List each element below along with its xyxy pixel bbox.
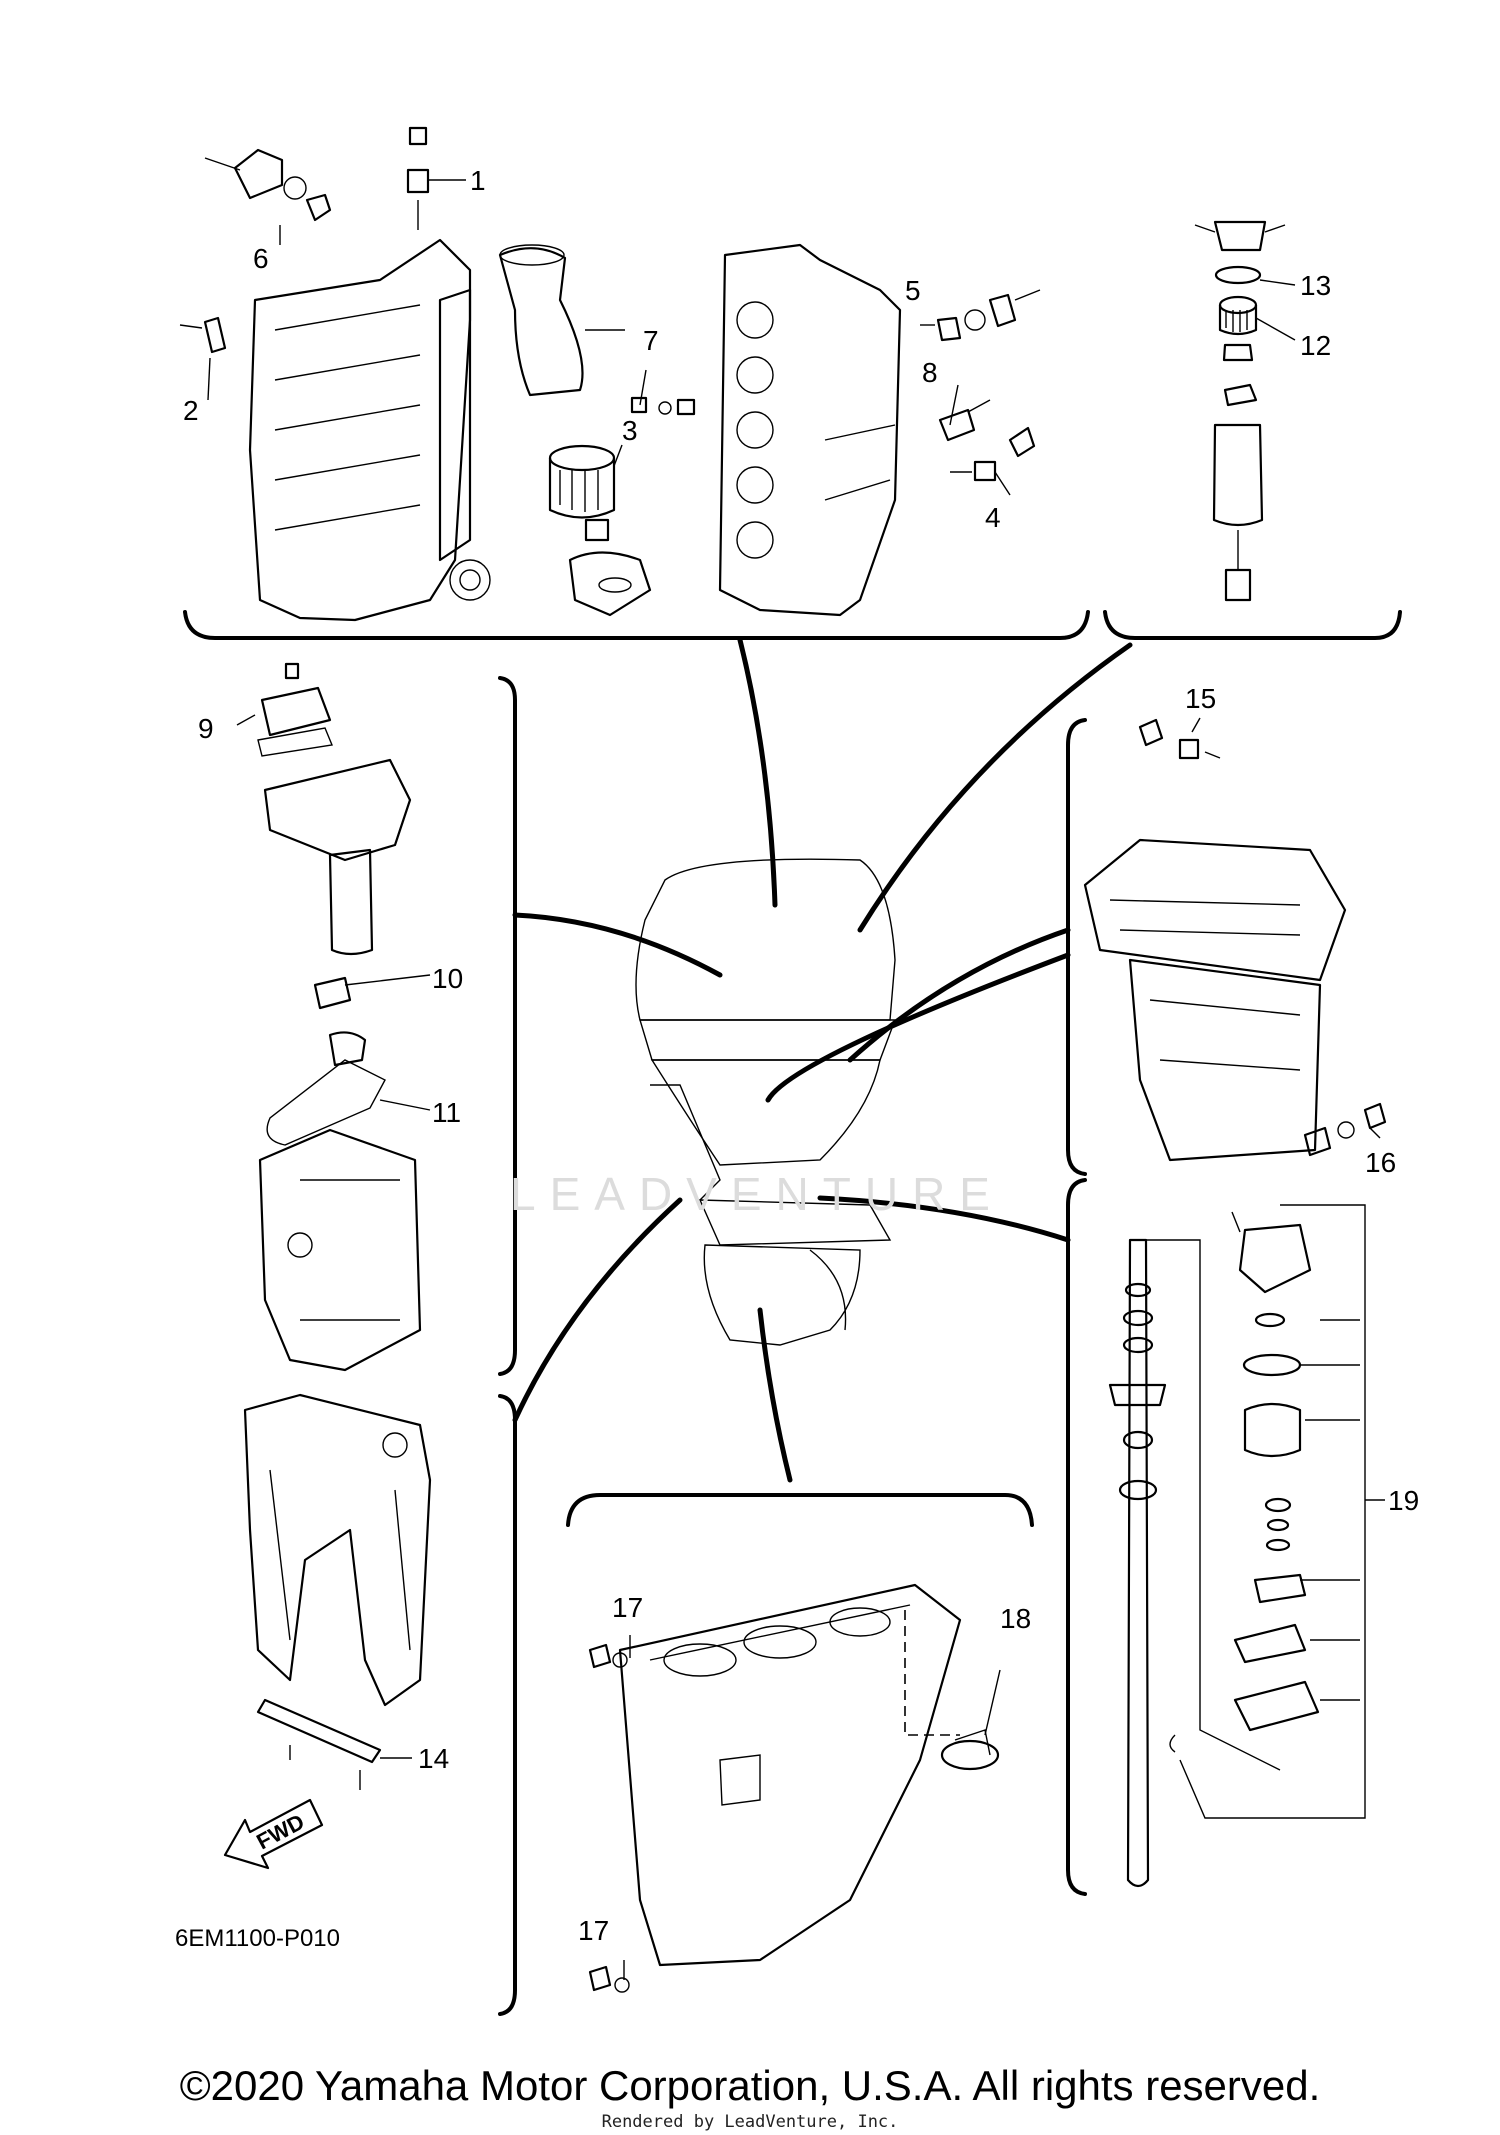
callout-labels: 1 2 3 4 5 6 7 8 9 10 11 12 13 14 15 16 1… [183,165,1419,1946]
exhaust-and-oil-filter [498,244,696,617]
callout-leaders [207,179,1381,1980]
copyright-notice: ©2020 Yamaha Motor Corporation, U.S.A. A… [179,2062,1321,2109]
callout-1: 1 [470,165,486,196]
group-leaders [512,637,1133,1483]
callout-17-lower: 17 [578,1915,609,1946]
cylinder-head [718,243,1041,617]
callout-3: 3 [622,415,638,446]
callout-9: 9 [198,713,214,744]
upper-casing [1083,718,1387,1162]
group-brackets [183,610,1402,2016]
lower-unit [588,1583,1000,1993]
callout-19: 19 [1388,1485,1419,1516]
callout-7: 7 [643,325,659,356]
vapor-separator [257,662,422,1372]
cylinder-block [179,126,491,622]
rendered-by-notice: Rendered by LeadVenture, Inc. [601,2112,899,2132]
callout-10: 10 [432,963,463,994]
callout-16: 16 [1365,1147,1396,1178]
callout-14: 14 [418,1743,449,1774]
watermark-text: LEADVENTURE [510,1168,1004,1220]
callout-13: 13 [1300,270,1331,301]
callout-8: 8 [922,357,938,388]
callout-15: 15 [1185,683,1216,714]
callout-17-upper: 17 [612,1592,643,1623]
callout-4: 4 [985,502,1001,533]
callout-5: 5 [905,275,921,306]
diagram-code: 6EM1100-P010 [175,1925,340,1952]
callout-2: 2 [183,395,199,426]
callout-6: 6 [253,243,269,274]
bracket-assembly [243,1393,432,1790]
callout-12: 12 [1300,330,1331,361]
outboard-motor: LEADVENTURE [510,858,1004,1346]
callout-18: 18 [1000,1603,1031,1634]
water-pump-assembly [1108,1204,1385,1888]
callout-11: 11 [432,1097,461,1128]
fuel-filter [1194,220,1286,602]
fwd-arrow: FWD [223,1798,324,1870]
